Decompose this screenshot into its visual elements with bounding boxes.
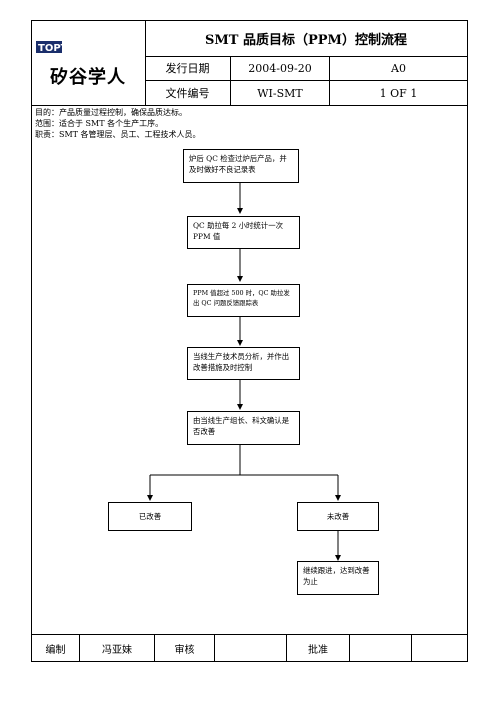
flow-improved: 已改善 [108, 502, 192, 531]
flow-not-improved: 未改善 [297, 502, 379, 531]
toptrend-logo: TOPTREND [36, 41, 99, 54]
compiled-label: 编制 [32, 635, 80, 661]
flow-step-3: PPM 值超过 500 时，QC 助拉发出 QC 问题反馈跟踪表 [187, 284, 300, 317]
flow-continue: 继续跟进，达到改善为止 [297, 561, 379, 595]
header-row-1: 发行日期 2004-09-20 A0 [145, 56, 467, 81]
issue-date-label: 发行日期 [145, 56, 231, 80]
doc-title: SMT 品质目标（PPM）控制流程 [145, 21, 467, 57]
doc-no-value: WI-SMT [231, 81, 330, 105]
doc-no-label: 文件编号 [145, 81, 231, 105]
issue-date-value: 2004-09-20 [231, 56, 330, 80]
compiled-by: 冯亚妹 [80, 635, 155, 661]
approve-label: 批准 [287, 635, 350, 661]
logo-text-cn: 矽谷学人 [50, 67, 126, 88]
logo-text-top: TOPTREND [38, 43, 99, 54]
review-label: 审核 [155, 635, 215, 661]
signature-row: 编制 冯亚妹 审核 批准 [32, 634, 467, 661]
intro-block: 目的：产品质量过程控制，确保品质达标。 范围：适合于 SMT 各个生产工序。 职… [35, 107, 201, 140]
page-value: 1 OF 1 [379, 86, 418, 100]
approve-by [350, 635, 412, 661]
version-value: A0 [391, 61, 406, 75]
flow-step-4: 当线生产技术员分析，并作出改善措施及时控制 [187, 347, 300, 380]
review-by [215, 635, 287, 661]
purpose-line: 目的：产品质量过程控制，确保品质达标。 [35, 108, 187, 117]
header-row-2: 文件编号 WI-SMT 1 OF 1 [145, 81, 467, 105]
scope-line: 范围：适合于 SMT 各个生产工序。 [35, 119, 164, 128]
flow-step-5: 由当线生产组长、科文确认是否改善 [187, 411, 300, 445]
document-page: TOPTREND 矽谷学人 SMT 品质目标（PPM）控制流程 发行日期 200… [31, 20, 468, 662]
duty-line: 职责：SMT 各管理层、员工、工程技术人员。 [35, 130, 201, 139]
flow-step-1: 炉后 QC 检查过炉后产品，并及时做好不良记录表 [183, 149, 299, 183]
flow-step-2: QC 助拉每 2 小时统计一次 PPM 值 [187, 216, 300, 249]
header-table: TOPTREND 矽谷学人 SMT 品质目标（PPM）控制流程 发行日期 200… [32, 21, 467, 106]
footer-empty-cell [412, 635, 467, 661]
logo-cell: TOPTREND 矽谷学人 [32, 21, 146, 105]
